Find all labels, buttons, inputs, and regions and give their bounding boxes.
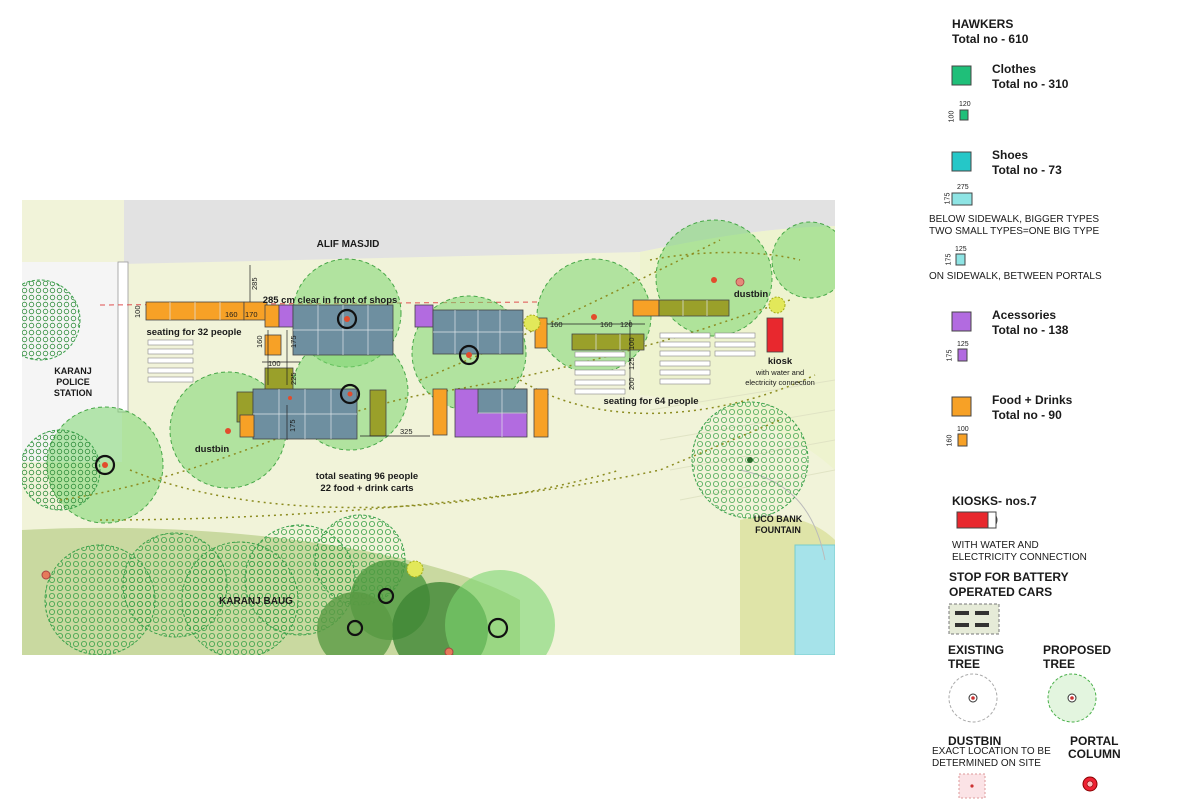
dim-100c: 100 (627, 337, 636, 350)
masjid-label: ALIF MASJID (317, 239, 380, 250)
hawkers-title: HAWKERS (952, 17, 1014, 31)
clothes-title: Clothes (992, 62, 1037, 76)
dustbin-legend-title: DUSTBIN (948, 734, 1002, 748)
food-mini-icon (957, 433, 968, 447)
kiosk-label: kiosk (768, 356, 793, 367)
food-swatch (951, 396, 972, 417)
accessories-dim-h: 175 (946, 349, 954, 362)
boundary-wall (117, 261, 129, 413)
police-label-3: STATION (54, 388, 92, 398)
shoes-note-3: ON SIDEWALK, BETWEEN PORTALS (929, 271, 1102, 282)
map-area (22, 200, 835, 655)
police-label-2: POLICE (56, 377, 90, 387)
dim-160a: 160 (225, 310, 238, 319)
proposed-tree-title-2: TREE (1043, 657, 1076, 671)
dim-175a: 175 (289, 335, 298, 348)
dim-170: 170 (245, 310, 258, 319)
seating (147, 332, 756, 395)
clothes-mini-icon (959, 109, 969, 121)
portal-title-2: COLUMN (1068, 747, 1121, 761)
dim-175b: 175 (288, 419, 297, 432)
food-total: Total no - 90 (992, 408, 1062, 422)
battery-car-stop-icon (948, 603, 1000, 635)
accessories-title: Acessories (992, 308, 1057, 322)
dustbin-label-right: dustbin (734, 289, 768, 300)
baug-label: KARANJ BAUG (219, 596, 293, 607)
dustbin-legend-note-1: EXACT LOCATION TO BE (932, 746, 1051, 757)
fountain-label-1: UCO BANK (754, 514, 803, 524)
clear-shops-note: 285 cm clear in front of shops (263, 295, 398, 306)
kiosks-note-2: ELECTRICITY CONNECTION (952, 552, 1087, 563)
total-seating-label-2: 22 food + drink carts (320, 483, 413, 494)
dim-100b: 100 (268, 359, 281, 368)
fountain-label-2: FOUNTAIN (755, 525, 801, 535)
fountain-pool (794, 544, 835, 655)
accessories-total: Total no - 138 (992, 323, 1069, 337)
clothes-dim-w: 120 (959, 101, 971, 108)
shoes-title: Shoes (992, 148, 1029, 162)
proposed-tree-title-1: PROPOSED (1043, 643, 1112, 657)
shoes-dim-h: 175 (944, 192, 952, 205)
tree-markers (41, 277, 786, 655)
clothes-swatch (951, 65, 972, 86)
kiosk-note-2: electricity connection (745, 378, 815, 387)
dim-160d: 160 (600, 320, 613, 329)
clothes-total: Total no - 310 (992, 77, 1069, 91)
shoes-small-h: 175 (945, 253, 953, 266)
hawkers-total: Total no - 610 (952, 32, 1029, 46)
clothes-dim-h: 100 (948, 110, 956, 123)
shoes-small-icon (955, 253, 966, 266)
masjid-building (124, 200, 835, 264)
kiosks-note-1: WITH WATER AND (952, 540, 1039, 551)
accessories-swatch (951, 311, 972, 332)
shoes-swatch (951, 151, 972, 172)
existing-tree-title-2: TREE (948, 657, 981, 671)
battery-stop-title-1: STOP FOR BATTERY (949, 570, 1069, 584)
portal-title-1: PORTAL (1070, 734, 1119, 748)
dim-325: 325 (400, 427, 413, 436)
kiosks-title: KIOSKS- nos.7 (952, 494, 1037, 508)
dim-200: 200 (627, 377, 636, 390)
dim-225: 225 (289, 372, 298, 385)
dim-120: 120 (620, 320, 633, 329)
food-dim-h: 160 (946, 434, 954, 447)
shoes-big-icon (951, 192, 973, 206)
accessories-mini-icon (957, 348, 968, 362)
kiosk-note-1: with water and (755, 368, 804, 377)
dim-125: 125 (627, 357, 636, 370)
total-seating-label-1: total seating 96 people (316, 471, 418, 482)
shoes-total: Total no - 73 (992, 163, 1062, 177)
shoes-dim-w: 275 (957, 184, 969, 191)
dim-100a: 100 (133, 305, 142, 318)
accessories-dim-w: 125 (957, 341, 969, 348)
legend-graphics (948, 65, 1098, 799)
existing-trees (22, 279, 809, 655)
kiosk-legend-cap (987, 511, 997, 529)
battery-stop-title-2: OPERATED CARS (949, 585, 1053, 599)
dustbin-label-left: dustbin (195, 444, 229, 455)
police-label-1: KARANJ (54, 366, 92, 376)
seating-64-label: seating for 64 people (603, 396, 698, 407)
shoes-small-w: 125 (955, 246, 967, 253)
dustbin-legend-note-2: DETERMINED ON SITE (932, 758, 1041, 769)
existing-tree-title-1: EXISTING (948, 643, 1005, 657)
shoes-note-1: BELOW SIDEWALK, BIGGER TYPES (929, 214, 1100, 225)
dim-160c: 160 (550, 320, 563, 329)
dark-trees (317, 560, 555, 655)
walk-paths (59, 239, 816, 521)
dim-285: 285 (250, 277, 259, 290)
food-dim-w: 100 (957, 426, 969, 433)
dim-160b: 160 (255, 335, 264, 348)
seating-32-label: seating for 32 people (146, 327, 241, 338)
shoes-note-2: TWO SMALL TYPES=ONE BIG TYPE (929, 226, 1100, 237)
food-title: Food + Drinks (992, 393, 1073, 407)
dimension-lines (249, 265, 645, 440)
stall-divisions (169, 300, 708, 439)
